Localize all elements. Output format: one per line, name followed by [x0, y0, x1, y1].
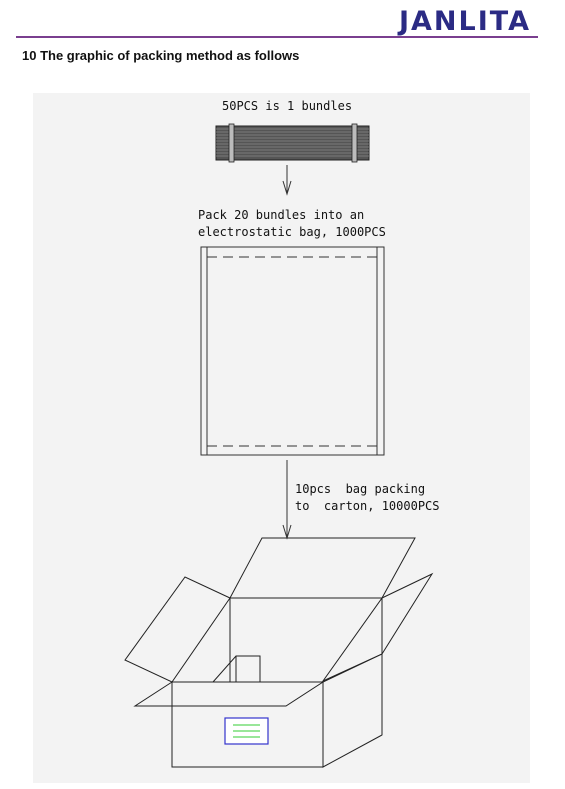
- bundle-illustration: [215, 123, 370, 163]
- bag-caption-line1: Pack 20 bundles into an: [198, 208, 365, 222]
- down-arrow-icon: [282, 165, 292, 196]
- section-title: 10 The graphic of packing method as foll…: [22, 48, 300, 63]
- bag-illustration: [200, 246, 385, 456]
- carton-label: [224, 717, 269, 745]
- bag-caption-line2: electrostatic bag, 1000PCS: [198, 225, 386, 239]
- header-divider: [16, 36, 538, 38]
- carton-caption-line2: to carton, 10000PCS: [295, 499, 440, 513]
- brand-logo: JANLITA: [398, 6, 531, 37]
- down-arrow-icon: [282, 460, 292, 540]
- bundle-caption: 50PCS is 1 bundles: [222, 99, 353, 113]
- packing-figure: [33, 93, 530, 783]
- carton-caption-line1: 10pcs bag packing: [295, 482, 426, 496]
- carton-illustration: [124, 537, 434, 768]
